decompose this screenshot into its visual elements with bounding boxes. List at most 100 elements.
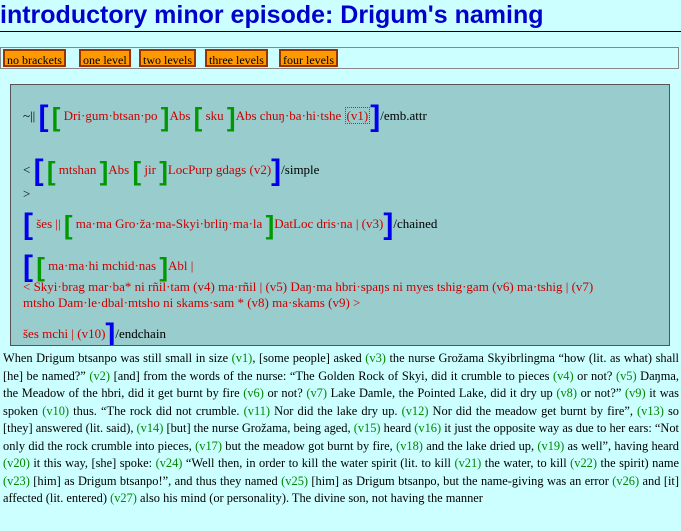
verse-marker[interactable]: (v12): [401, 403, 429, 418]
one-level-button[interactable]: one level: [79, 49, 131, 67]
verb-link-v4[interactable]: (v4): [193, 279, 215, 294]
quote-open-mark: <: [23, 161, 31, 177]
green-close-bracket: ]: [159, 252, 169, 282]
verse-marker[interactable]: (v23): [3, 473, 30, 488]
verb-word: chuŋ·ba·hi·tshe: [259, 107, 342, 123]
bracketed-analysis-panel: ~|| [ [ Dri·gum·btsan·po ]Abs [ sku ]Abs…: [10, 84, 670, 346]
green-open-bracket: [: [193, 102, 203, 132]
verse-marker[interactable]: (v14): [136, 421, 164, 435]
verb-link-v1[interactable]: (v1): [344, 106, 371, 124]
verb-link-v9[interactable]: (v9): [328, 295, 350, 310]
translation-text: it this way, [she] spoke:: [29, 456, 156, 470]
verse-marker[interactable]: (v20): [3, 456, 30, 470]
verse-marker[interactable]: (v8): [556, 386, 578, 400]
blue-open-bracket: [: [23, 250, 33, 283]
verse-marker[interactable]: (v16): [414, 421, 442, 435]
translation-text: but the meadow got burnt by fire,: [221, 438, 397, 453]
verse-marker[interactable]: (v18): [396, 438, 423, 453]
translation-text: and [it] affected (lit. entered): [3, 473, 679, 506]
translation-text: so [they] answered (lit. said),: [3, 403, 679, 436]
translation-text: or not?: [263, 386, 307, 400]
verse-marker[interactable]: (v9): [624, 386, 646, 400]
verb-link-v8[interactable]: (v8): [247, 295, 269, 310]
verse-marker[interactable]: (v13): [637, 403, 664, 418]
case-label: Abl: [168, 257, 188, 273]
verse-marker[interactable]: (v4): [552, 368, 574, 383]
case-label: Abs: [108, 161, 130, 177]
analysis-line-2: < [ [ mtshan ]Abs [ jir ]LocPurp gdags (…: [23, 156, 320, 186]
quoted-text: Daŋ·ma hbri·spaŋs ni myes tshig·gam: [290, 279, 489, 294]
blue-open-bracket: [: [33, 154, 44, 187]
case-label: LocPurp: [167, 161, 213, 177]
verse-marker[interactable]: (v5): [615, 368, 637, 383]
phrase-word: ma·ma Gro·ža·ma-Skyi·brliŋ·ma·la: [75, 215, 263, 231]
translation-text: , [some people] asked: [252, 351, 366, 365]
translation-text: Nor did the meadow get burnt by fire”,: [428, 403, 638, 418]
verse-marker[interactable]: (v15): [353, 421, 381, 435]
verse-marker[interactable]: (v21): [454, 456, 482, 470]
translation-text: “Well then, in order to kill the water s…: [182, 456, 455, 470]
verse-marker[interactable]: (v11): [243, 403, 271, 418]
translation-text: Daŋma, the Meadow of the hbri, did it ge…: [3, 368, 679, 401]
verse-marker[interactable]: (v24): [155, 456, 183, 470]
translation-text: [him] as Drigum btsanpo, but the name-gi…: [308, 473, 613, 488]
translation-text: [and] from the words of the nurse: “The …: [110, 368, 553, 383]
clause-boundary-mark: ~||: [23, 107, 36, 123]
verse-marker[interactable]: (v1): [231, 351, 253, 365]
green-close-bracket: ]: [226, 102, 236, 132]
analysis-line-6: < Skyi·brag mar·ba* ni rñil·tam (v4) ma·…: [23, 279, 593, 295]
phrase-word: ma·ma·hi mchid·nas: [48, 257, 157, 273]
phrase-word: jir: [144, 161, 156, 177]
green-close-bracket: ]: [160, 102, 170, 132]
english-translation: When Drigum btsanpo was still small in s…: [3, 350, 679, 508]
verb-link-v2[interactable]: (v2): [249, 161, 272, 177]
verse-marker[interactable]: (v2): [89, 368, 111, 383]
translation-text: [him] as Drigum btsanpo!”, and thus they…: [29, 473, 282, 488]
four-levels-button[interactable]: four levels: [279, 49, 338, 67]
translation-text: and the lake dried up,: [422, 438, 538, 453]
verse-marker[interactable]: (v27): [110, 491, 137, 505]
verb-link-v7[interactable]: (v7): [571, 279, 594, 294]
verse-marker[interactable]: (v10): [42, 403, 70, 418]
green-open-bracket: [: [36, 252, 45, 282]
translation-text: thus. “The rock did not crumble.: [69, 403, 244, 418]
translation-text: Nor did the lake dry up.: [270, 403, 402, 418]
phrase-word: sku: [205, 107, 224, 123]
blue-open-bracket: [: [23, 208, 33, 241]
verse-marker[interactable]: (v22): [570, 456, 597, 470]
translation-text: it just the opposite way as due to her e…: [3, 421, 679, 453]
title-divider: [0, 31, 681, 32]
two-levels-button[interactable]: two levels: [139, 49, 196, 67]
verb-word: gdags: [215, 161, 247, 177]
verb-link-v6[interactable]: (v6): [492, 279, 514, 294]
green-open-bracket: [: [132, 156, 142, 186]
verse-marker[interactable]: (v17): [195, 438, 222, 453]
clause-type-label: /simple: [281, 161, 320, 177]
blue-open-bracket: [: [38, 100, 49, 133]
verb-link-v10[interactable]: (v10): [77, 325, 106, 341]
blue-close-bracket: ]: [271, 154, 282, 187]
verb-link-v5[interactable]: (v5): [265, 279, 288, 294]
verse-marker[interactable]: (v19): [537, 438, 565, 453]
green-open-bracket: [: [51, 102, 61, 132]
analysis-line-3: >: [23, 186, 31, 201]
green-open-bracket: [: [46, 156, 56, 186]
clause-type-label: /endchain: [115, 325, 166, 341]
green-close-bracket: ]: [159, 156, 168, 186]
phrase-word: Dri·gum·btsan·po: [63, 107, 158, 123]
verse-marker[interactable]: (v26): [612, 473, 640, 488]
analysis-line-1: ~|| [ [ Dri·gum·btsan·po ]Abs [ sku ]Abs…: [23, 102, 427, 132]
translation-text: it was spoken: [3, 386, 679, 418]
translation-text: the water, to kill: [481, 456, 571, 470]
verse-marker[interactable]: (v7): [306, 386, 327, 400]
analysis-line-5: [ [ ma·ma·hi mchid·nas ]Abl |: [23, 252, 193, 282]
translation-text: as well”, having heard: [564, 438, 679, 453]
verse-marker[interactable]: (v3): [365, 351, 386, 365]
verse-marker[interactable]: (v6): [243, 386, 264, 400]
verse-marker[interactable]: (v25): [281, 473, 309, 488]
green-close-bracket: ]: [99, 156, 109, 186]
three-levels-button[interactable]: three levels: [205, 49, 268, 67]
verb-link-v3[interactable]: (v3): [361, 215, 384, 231]
translation-text: the nurse Grožama Skyibrlingma “how (lit…: [3, 351, 679, 383]
no-brackets-button[interactable]: no brackets: [3, 49, 66, 67]
